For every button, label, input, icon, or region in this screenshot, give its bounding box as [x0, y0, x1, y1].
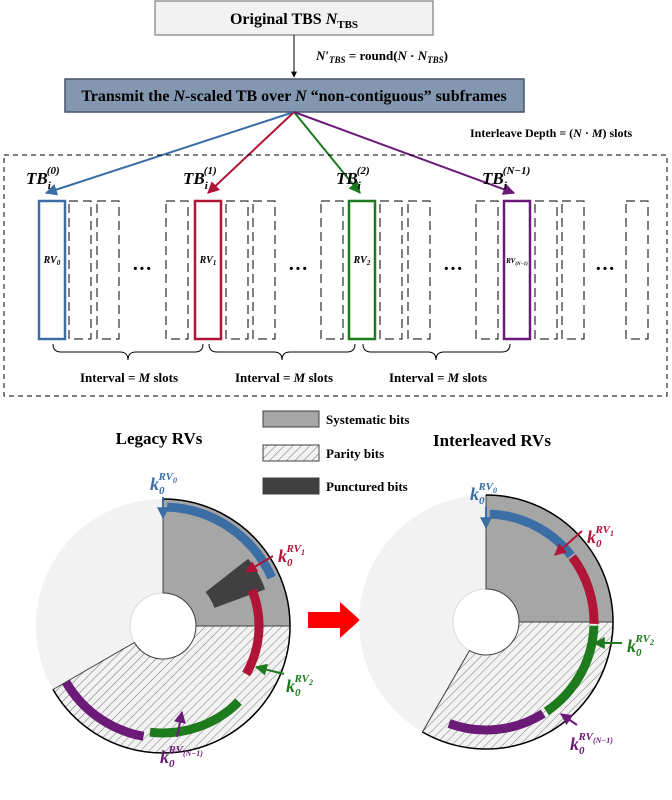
interleaved-k-labels: k0RV0 k0RV1 k0RV2 k0RV(N−1): [470, 481, 654, 757]
empty-slot: [165, 200, 189, 340]
ellipsis: ···: [132, 258, 152, 280]
legacy-title: Legacy RVs: [116, 429, 203, 448]
legacy-k0-rv1: k0RV1: [278, 543, 305, 569]
empty-slot: [407, 200, 431, 340]
interval-brace-1: [52, 343, 204, 361]
legacy-k0-rvn1: k0RV(N−1): [160, 744, 203, 770]
transition-arrow: [308, 602, 360, 638]
interleaved-k0-rv2: k0RV2: [627, 633, 654, 659]
arrow-to-tbn1: [293, 111, 516, 195]
legacy-k0-rv2: k0RV2: [286, 673, 313, 699]
interleaved-k0-rv1: k0RV1: [587, 524, 614, 550]
transmit-text: Transmit the N-scaled TB over N “non-con…: [81, 88, 506, 105]
arrow-to-tb0: [44, 111, 295, 196]
empty-slot: [379, 200, 403, 340]
legend-punctured-swatch: [262, 477, 320, 495]
slot-row: [37, 199, 649, 341]
empty-slot: [68, 200, 92, 340]
legend: Systematic bits Parity bits Punctured bi…: [262, 410, 409, 495]
interleaved-k0-rvn1: k0RV(N−1): [570, 731, 613, 757]
interval-label-2: Interval = M slots: [235, 370, 333, 385]
legacy-rv2-arc: [149, 698, 242, 738]
rv2-label: RV2: [353, 255, 371, 267]
empty-slot: [561, 200, 585, 340]
legacy-k0-rvn1-arrow: [173, 710, 186, 738]
arrow-to-tb2: [293, 111, 361, 194]
legend-systematic-swatch: [262, 410, 320, 428]
interleaved-donut: [359, 494, 614, 750]
legacy-k0-rv0: k0RV0: [150, 471, 177, 497]
interleave-region: [3, 154, 668, 397]
legacy-outer-outline: [52, 498, 291, 754]
legend-punctured-label: Punctured bits: [326, 479, 408, 494]
empty-slot: [252, 200, 276, 340]
interval-brace-2: [208, 343, 356, 361]
interleaved-outer-outline: [422, 494, 614, 750]
tb-label-1: TBi(1): [183, 165, 217, 192]
tb-label-n1: TBi(N−1): [482, 165, 530, 192]
tb-labels: TBi(0) TBi(1) TBi(2) TBi(N−1): [26, 165, 530, 192]
interleaved-k0-rv1-arrow: [554, 530, 583, 556]
legacy-rvn1-arc: [62, 679, 145, 741]
empty-slot: [625, 200, 649, 340]
arrow-to-tb1: [207, 111, 295, 194]
empty-slot: [475, 200, 499, 340]
legend-parity-label: Parity bits: [326, 446, 384, 461]
transmit-box: Transmit the N-scaled TB over N “non-con…: [64, 78, 525, 113]
legacy-k0-rv2-arrow: [254, 663, 285, 676]
rv0-slot: [37, 199, 67, 341]
rv1-label: RV1: [199, 255, 217, 267]
rv2-slot: [347, 199, 377, 341]
rvn1-label: RV(N−1): [505, 257, 528, 267]
interleaved-title: Interleaved RVs: [433, 431, 551, 450]
rv0-label: RV0: [43, 255, 61, 267]
legacy-donut: [36, 498, 291, 754]
legacy-rv0-arc: [166, 502, 276, 580]
empty-slot: [534, 200, 558, 340]
tb-label-0: TBi(0): [26, 165, 60, 192]
ellipsis: ···: [595, 258, 615, 280]
legacy-rv1-arc: [242, 588, 264, 677]
interval-label-1: Interval = M slots: [80, 370, 178, 385]
ellipsis: ···: [443, 258, 463, 280]
legacy-k-labels: k0RV0 k0RV1 k0RV2 k0RV(N−1): [150, 471, 313, 770]
legacy-k0-rv1-arrow: [244, 555, 274, 573]
empty-slot: [225, 200, 249, 340]
ellipsis: ···: [288, 258, 308, 280]
original-tbs-text: Original TBS NTBS: [230, 11, 358, 31]
interleaved-rv1-arc: [568, 554, 599, 624]
empty-slot: [320, 200, 344, 340]
interleaved-rvn1-arc: [447, 709, 546, 735]
interval-brace-3: [362, 343, 511, 361]
legend-parity-swatch: [262, 444, 320, 462]
interleaved-k0-rvn1-arrow: [560, 713, 578, 726]
rvn1-slot: [502, 199, 532, 341]
original-tbs-box: Original TBS NTBS: [154, 0, 434, 36]
interval-label-3: Interval = M slots: [389, 370, 487, 385]
empty-slot: [96, 200, 120, 340]
interleaved-k0-rv0: k0RV0: [470, 481, 497, 507]
scaling-formula: N′TBS = round(N · NTBS): [315, 48, 448, 65]
rv1-slot: [193, 199, 223, 341]
interleave-depth-label: Interleave Depth = (N · M) slots: [470, 126, 633, 140]
interval-braces: [52, 343, 511, 361]
tb-label-2: TBi(2): [336, 165, 370, 192]
legend-systematic-label: Systematic bits: [326, 412, 409, 427]
